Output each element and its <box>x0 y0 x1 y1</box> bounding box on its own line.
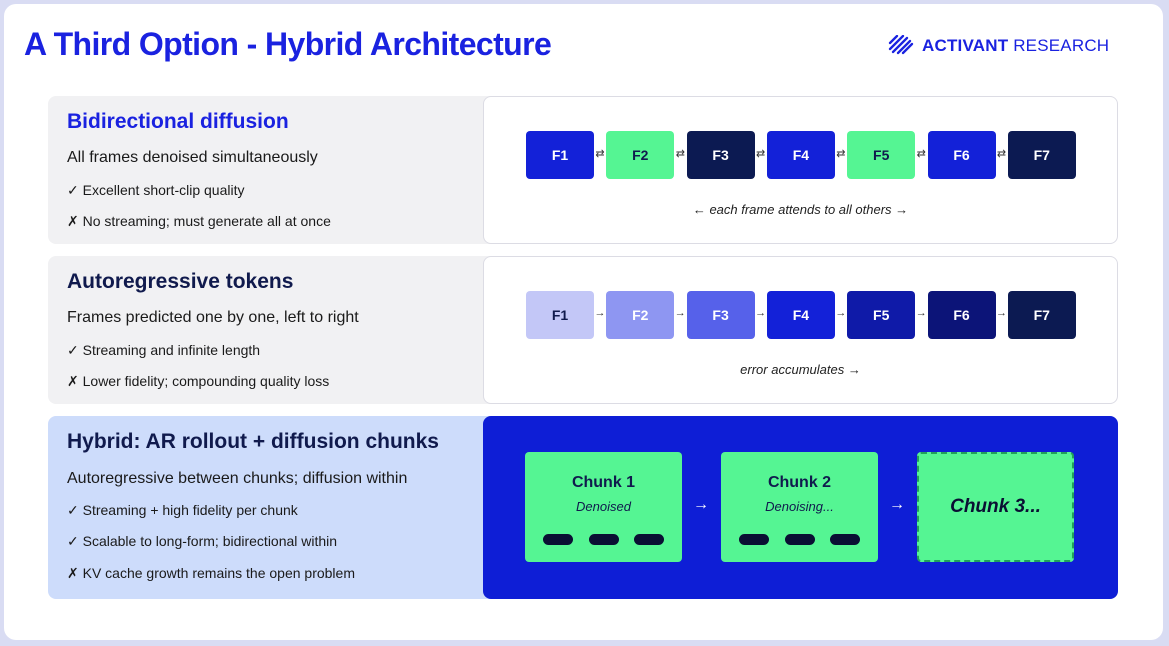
frame-f3: F3 <box>686 291 755 339</box>
frame-connector: ⇄ <box>996 148 1007 160</box>
page-title: A Third Option - Hybrid Architecture <box>24 26 552 62</box>
frame-connector: ⇄ <box>755 148 766 160</box>
pro-point: ✓ Streaming + high fidelity per chunk <box>67 502 298 518</box>
chunk-status: Denoised <box>576 499 631 514</box>
frame-connector: ⇄ <box>595 148 605 160</box>
frames-diagram: F1⇄F2⇄F3⇄F4⇄F5⇄F6⇄F7 ← each frame attend… <box>483 96 1118 244</box>
frame-f7: F7 <box>1007 291 1076 339</box>
frame-connector: → <box>755 307 767 319</box>
diagram-caption: error accumulates → <box>740 362 861 377</box>
slide: A Third Option - Hybrid Architecture ACT… <box>4 4 1163 640</box>
frame-connector: ⇄ <box>836 148 846 160</box>
frame-connector: ⇄ <box>916 148 926 160</box>
row-heading: Hybrid: AR rollout + diffusion chunks <box>67 430 439 453</box>
frame-f6: F6 <box>927 131 996 179</box>
chunk-2: Chunk 2 Denoising... <box>721 452 878 562</box>
row-subtitle: Frames predicted one by one, left to rig… <box>67 309 359 326</box>
row-description: Hybrid: AR rollout + diffusion chunks Au… <box>48 416 510 599</box>
con-point: ✗ No streaming; must generate all at onc… <box>67 213 331 229</box>
frame-f7: F7 <box>1007 131 1076 179</box>
token-pill <box>589 534 619 545</box>
frame-f2: F2 <box>606 131 675 179</box>
frame-sequence: F1⇄F2⇄F3⇄F4⇄F5⇄F6⇄F7 <box>526 131 1076 179</box>
row-subtitle: All frames denoised simultaneously <box>67 149 318 166</box>
frame-f1: F1 <box>526 291 594 339</box>
frame-connector: → <box>915 307 927 319</box>
frame-f5: F5 <box>847 131 916 179</box>
chunk-arrow: → <box>693 496 709 513</box>
frame-f4: F4 <box>766 291 835 339</box>
chunk-title: Chunk 3... <box>950 496 1041 517</box>
pro-point: ✓ Excellent short-clip quality <box>67 182 245 198</box>
token-pill <box>785 534 815 545</box>
con-point: ✗ Lower fidelity; compounding quality lo… <box>67 373 330 389</box>
frame-f2: F2 <box>606 291 675 339</box>
activant-logo-icon <box>888 35 914 55</box>
token-pill <box>739 534 769 545</box>
token-pill <box>543 534 573 545</box>
frames-diagram: F1→F2→F3→F4→F5→F6→F7 error accumulates → <box>483 256 1118 404</box>
frame-connector: → <box>835 307 847 319</box>
frame-f4: F4 <box>766 131 835 179</box>
logo: ACTIVANT RESEARCH <box>888 35 1109 57</box>
con-point: ✗ KV cache growth remains the open probl… <box>67 565 355 581</box>
frame-f3: F3 <box>686 131 755 179</box>
chunk-title: Chunk 1 <box>571 474 636 491</box>
frame-connector: → <box>996 307 1007 319</box>
token-pill <box>634 534 664 545</box>
token-pill <box>830 534 860 545</box>
frame-f5: F5 <box>847 291 916 339</box>
row-subtitle: Autoregressive between chunks; diffusion… <box>67 470 408 487</box>
chunk-3: Chunk 3... <box>917 452 1074 562</box>
frame-connector: → <box>674 307 686 319</box>
chunk-arrow: → <box>889 496 905 513</box>
row-heading: Autoregressive tokens <box>67 270 294 293</box>
chunk-1: Chunk 1 Denoised <box>525 452 682 562</box>
pro-point: ✓ Scalable to long-form; bidirectional w… <box>67 533 338 549</box>
frame-f6: F6 <box>927 291 996 339</box>
row-heading: Bidirectional diffusion <box>67 110 289 133</box>
chunks-diagram: Chunk 1 Denoised → Chunk 2 Denoising... … <box>483 416 1118 599</box>
row-bidirectional-diffusion: Bidirectional diffusion All frames denoi… <box>48 96 1118 244</box>
logo-wordmark: ACTIVANT RESEARCH <box>922 36 1110 55</box>
row-autoregressive-tokens: Autoregressive tokens Frames predicted o… <box>48 256 1118 404</box>
frame-connector: ⇄ <box>675 148 685 160</box>
frame-sequence: F1→F2→F3→F4→F5→F6→F7 <box>526 291 1076 339</box>
chunk-status: Denoising... <box>765 499 834 514</box>
frame-connector: → <box>594 307 606 319</box>
diagram-caption: ← each frame attends to all others → <box>692 202 909 217</box>
chunk-title: Chunk 2 <box>767 474 832 491</box>
frame-f1: F1 <box>526 131 594 179</box>
row-hybrid: Hybrid: AR rollout + diffusion chunks Au… <box>48 416 1118 599</box>
row-description: Autoregressive tokens Frames predicted o… <box>48 256 510 404</box>
pro-point: ✓ Streaming and infinite length <box>67 342 261 358</box>
row-description: Bidirectional diffusion All frames denoi… <box>48 96 510 244</box>
